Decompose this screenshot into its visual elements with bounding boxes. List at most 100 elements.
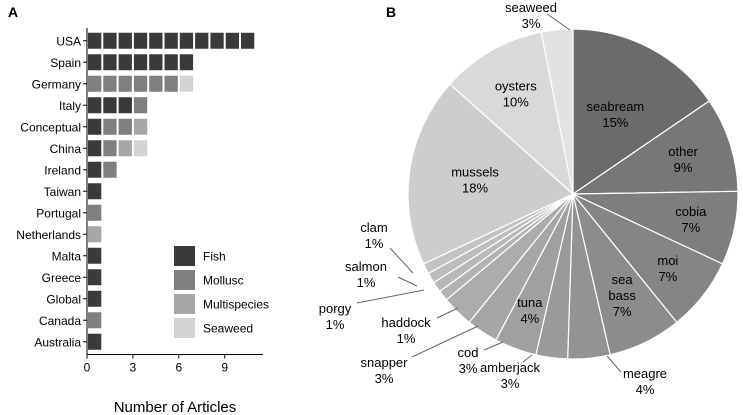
category-label: USA xyxy=(56,34,81,48)
bar-segment-fish xyxy=(88,247,102,264)
pie-label-clam: clam xyxy=(360,220,387,235)
category-label: Conceptual xyxy=(20,120,81,134)
leader-line-amberjack xyxy=(522,354,533,363)
category-label: Germany xyxy=(32,77,81,91)
bar-segment-fish xyxy=(241,32,255,49)
category-label: Greece xyxy=(42,271,82,285)
pie-pct-label-seaweed: 3% xyxy=(522,16,541,31)
bar-segment-mollusc xyxy=(103,140,117,157)
category-label: Taiwan xyxy=(44,185,81,199)
bar-segment-multispecies xyxy=(88,226,102,243)
leader-line-salmon xyxy=(397,276,418,287)
pie-label-seabream: seabream xyxy=(586,99,644,114)
bar-segment-fish xyxy=(88,333,102,350)
bar-segment-mollusc xyxy=(88,204,102,221)
bar-segment-fish xyxy=(88,32,102,49)
bar-segment-fish xyxy=(88,140,102,157)
bar-segment-fish xyxy=(133,32,148,49)
bar-segment-fish xyxy=(164,54,178,71)
leader-line-porgy xyxy=(356,289,425,304)
legend-label-seaweed: Seaweed xyxy=(203,322,253,336)
pie-pct-label-seabream: 15% xyxy=(602,115,628,130)
pie-pct-label-tuna: 4% xyxy=(520,311,539,326)
pie-pct-label-amberjack: 3% xyxy=(501,376,520,391)
pie-slice-other xyxy=(571,100,739,195)
bar-segment-fish xyxy=(88,269,102,286)
bar-segment-mollusc xyxy=(133,97,148,114)
legend-swatch-fish xyxy=(174,246,195,266)
bar-segment-mollusc xyxy=(164,75,178,92)
pie-label-sea-bass: bass xyxy=(608,288,636,303)
bar-segment-fish xyxy=(88,118,102,135)
pie-slice-seabream xyxy=(572,28,711,196)
leader-line-meagre xyxy=(606,355,622,373)
pie-pct-label-moi: 7% xyxy=(658,269,677,284)
bar-segment-mollusc xyxy=(149,75,163,92)
pie-label-meagre: meagre xyxy=(623,366,667,381)
bar-segment-fish xyxy=(88,290,102,307)
category-label: Netherlands xyxy=(16,228,81,242)
leader-line-snapper xyxy=(411,325,479,358)
pie-pct-label-porgy: 1% xyxy=(326,317,345,332)
bar-segment-fish xyxy=(179,54,194,71)
legend-swatch-multispecies xyxy=(174,294,195,314)
bar-segment-mollusc xyxy=(133,75,148,92)
bar-segment-multispecies xyxy=(133,118,148,135)
pie-label-moi: moi xyxy=(657,253,678,268)
bar-segment-fish xyxy=(210,32,224,49)
category-label: Global xyxy=(46,292,81,306)
category-label: Canada xyxy=(39,314,81,328)
pie-slice-mussels xyxy=(407,83,575,265)
bar-segment-fish xyxy=(88,54,102,71)
pie-slice-oysters xyxy=(449,31,574,196)
leader-line-haddock xyxy=(436,307,459,319)
bar-segment-mollusc xyxy=(103,75,117,92)
pie-pct-label-haddock: 1% xyxy=(397,331,416,346)
leader-line-seaweed xyxy=(546,13,571,31)
category-label: Italy xyxy=(59,99,81,113)
bar-segment-mollusc xyxy=(103,118,117,135)
x-tick-label: 6 xyxy=(175,361,182,375)
category-label: Ireland xyxy=(44,163,81,177)
bar-segment-fish xyxy=(103,97,117,114)
legend-label-mollusc: Mollusc xyxy=(203,274,244,288)
bar-segment-mollusc xyxy=(118,118,132,135)
pie-label-mussels: mussels xyxy=(451,165,499,180)
pie-label-cod: cod xyxy=(458,345,479,360)
bar-segment-fish xyxy=(225,32,239,49)
legend-swatch-seaweed xyxy=(174,318,195,338)
legend-swatch-mollusc xyxy=(174,270,195,290)
pie-label-salmon: salmon xyxy=(345,259,387,274)
leader-line-cod xyxy=(483,341,504,351)
bar-chart: USASpainGermanyItalyConceptualChinaIrela… xyxy=(16,28,269,415)
x-tick-label: 0 xyxy=(84,361,91,375)
x-tick-label: 9 xyxy=(221,361,228,375)
category-label: Spain xyxy=(50,56,81,70)
pie-label-amberjack: amberjack xyxy=(480,360,540,375)
bar-segment-fish xyxy=(179,32,194,49)
x-tick-label: 3 xyxy=(130,361,137,375)
bar-segment-fish xyxy=(103,32,117,49)
category-label: Malta xyxy=(52,249,82,263)
pie-pct-label-mussels: 18% xyxy=(462,181,488,196)
category-label: Australia xyxy=(34,335,81,349)
pie-pct-label-cobia: 7% xyxy=(681,220,700,235)
legend-label-fish: Fish xyxy=(203,250,226,264)
bar-segment-fish xyxy=(133,54,148,71)
bar-segment-fish xyxy=(103,54,117,71)
bar-segment-fish xyxy=(88,161,102,178)
pie-pct-label-sea-bass: 7% xyxy=(613,304,632,319)
bar-segment-fish xyxy=(88,183,102,200)
pie-pct-label-salmon: 1% xyxy=(357,275,376,290)
bar-segment-mollusc xyxy=(103,161,117,178)
pie-pct-label-meagre: 4% xyxy=(636,382,655,397)
pie-pct-label-clam: 1% xyxy=(365,236,384,251)
pie-pct-label-oysters: 10% xyxy=(503,95,529,110)
bar-segment-mollusc xyxy=(118,75,132,92)
pie-label-snapper: snapper xyxy=(361,355,409,370)
pie-chart: seabream15%other9%cobia7%moi7%seabass7%m… xyxy=(319,0,739,397)
legend-label-multispecies: Multispecies xyxy=(203,298,269,312)
bar-segment-fish xyxy=(88,97,102,114)
